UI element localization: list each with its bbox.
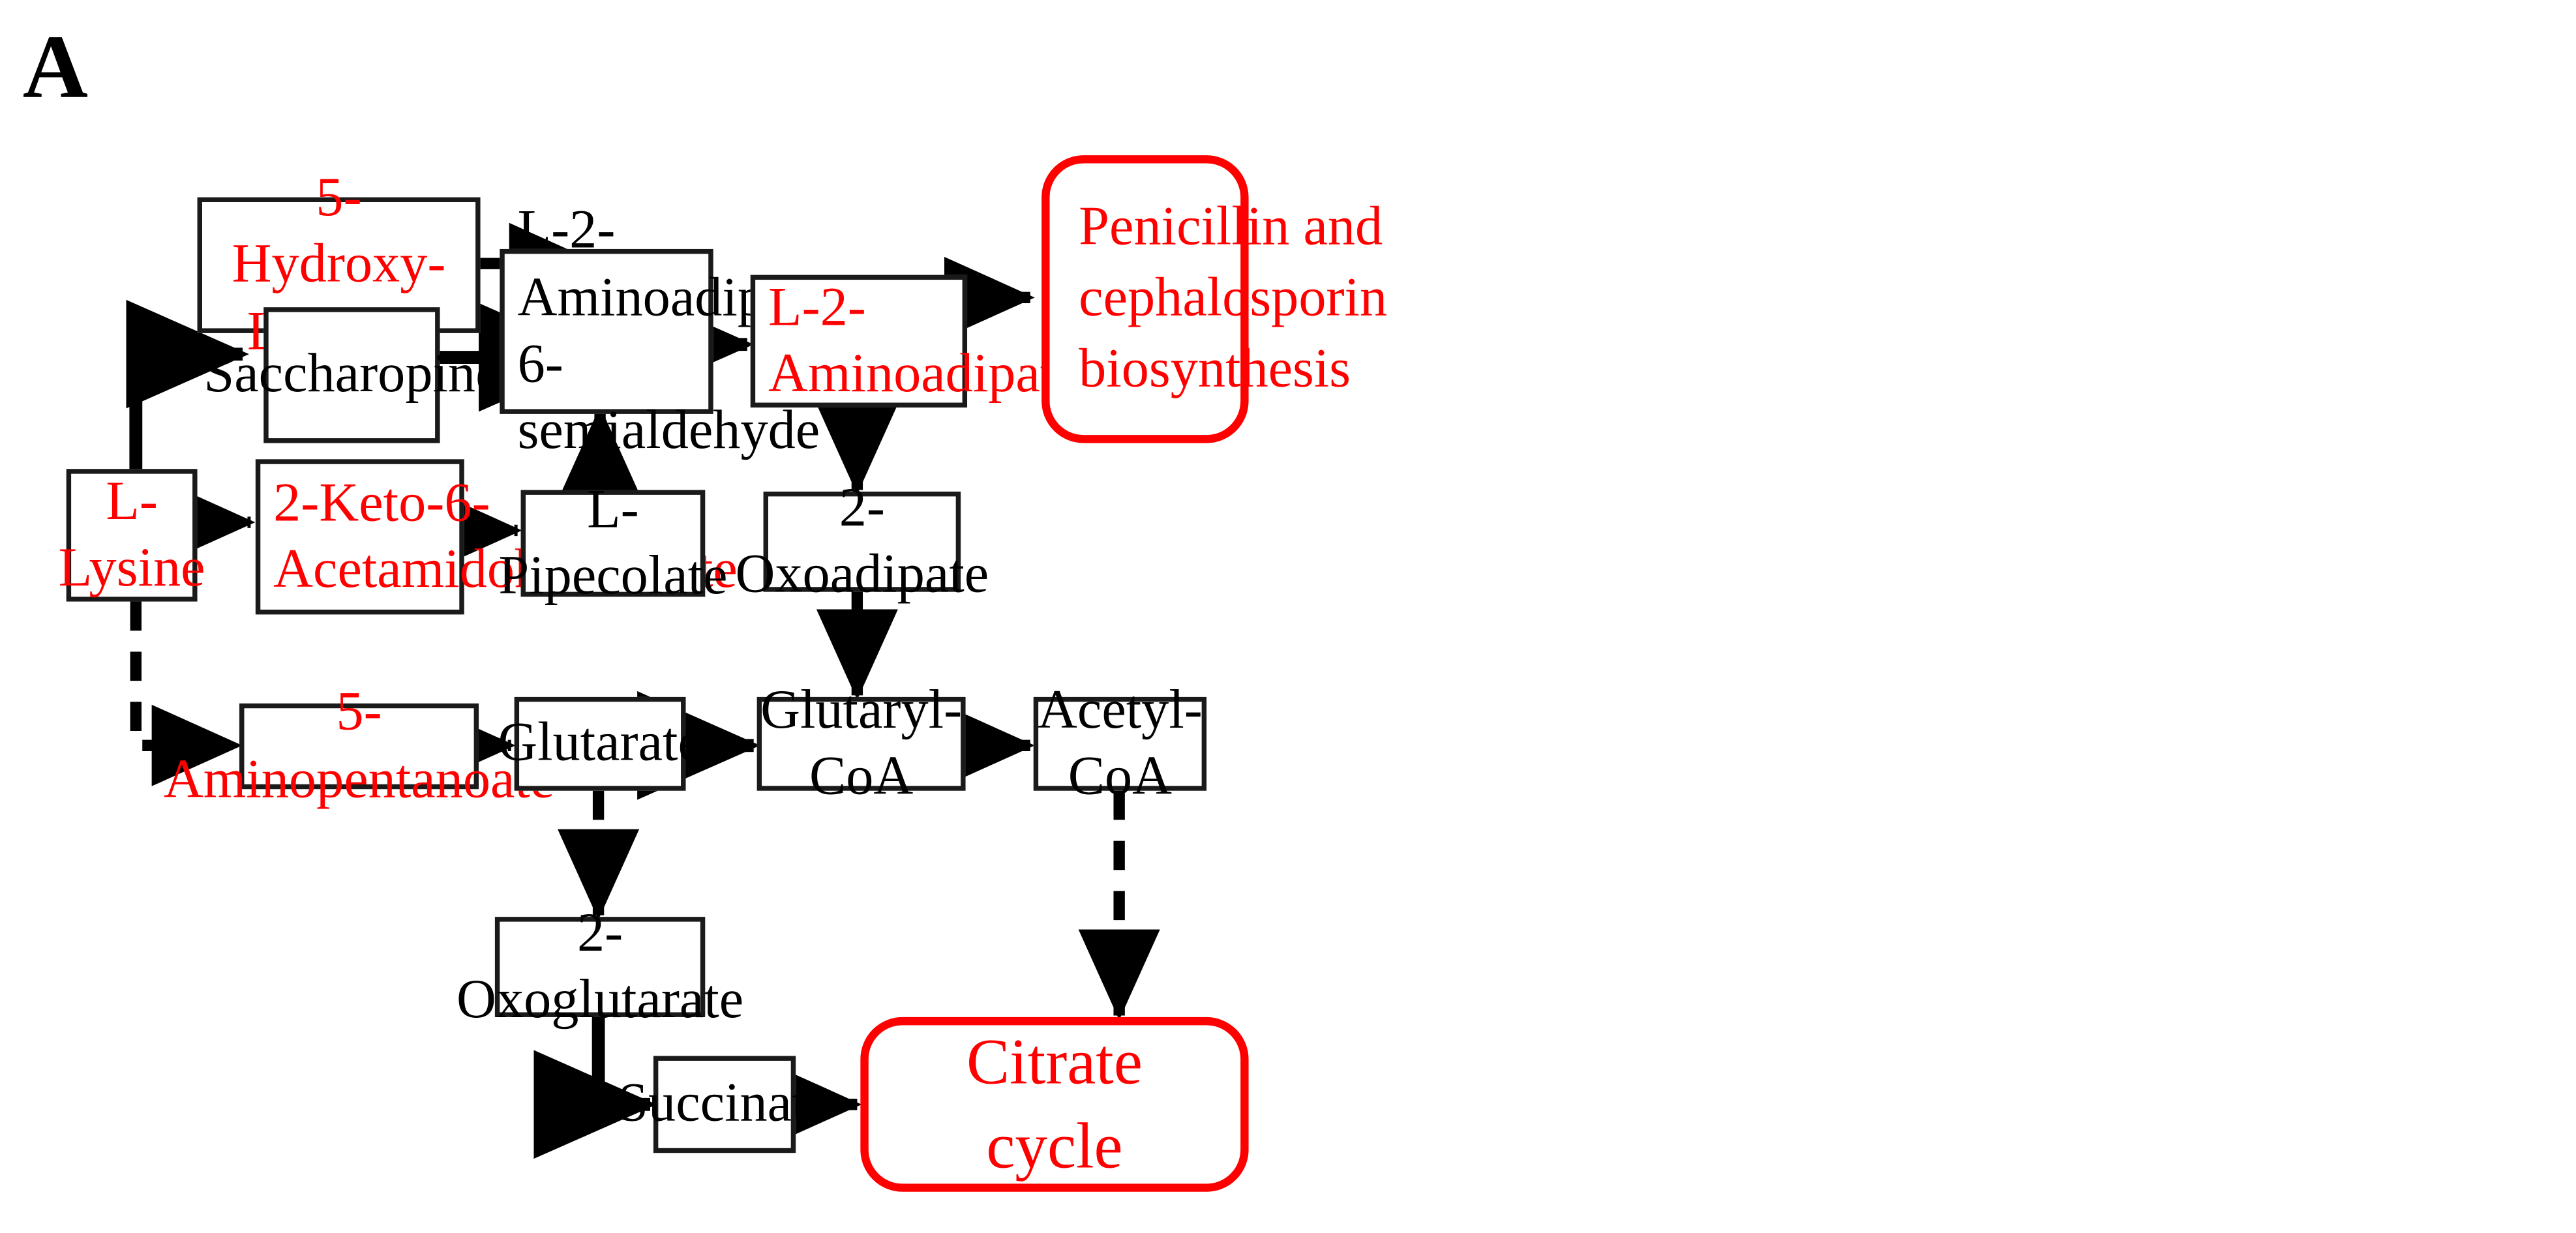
node-l-lysine[interactable]: L-Lysine bbox=[59, 469, 205, 602]
node-2-oxoadipate[interactable]: 2-Oxoadipate bbox=[735, 477, 989, 605]
node-acetyl-coa[interactable]: Acetyl-CoA bbox=[1033, 680, 1207, 807]
node-l-2-aminoadipate-6-semialdehyde[interactable]: L-2-Aminoadipate 6-semialdehyde bbox=[500, 201, 829, 462]
node-succinate[interactable]: Succinate bbox=[618, 1056, 831, 1153]
pathway-penicillin-cephalosporin-biosynthesis[interactable]: Penicillin and cephalosporin biosynthesi… bbox=[1041, 155, 1387, 443]
node-l-2-aminoadipate[interactable]: L-2-Aminoadipate bbox=[750, 275, 1080, 408]
pathway-citrate-cycle[interactable]: Citrate cycle bbox=[860, 1017, 1249, 1192]
node-5-aminopentanoate[interactable]: 5-Aminopentanoate bbox=[163, 682, 555, 810]
node-2-keto-6-acetamidohexanoate[interactable]: 2-Keto-6-Acetamidohexanoate bbox=[255, 459, 738, 615]
node-saccharopine[interactable]: Saccharopine bbox=[203, 307, 500, 443]
node-glutaryl-coa[interactable]: Glutaryl-CoA bbox=[756, 680, 966, 807]
panel-a-letter: A bbox=[22, 18, 89, 119]
node-2-oxoglutarate[interactable]: 2-Oxoglutarate bbox=[457, 903, 744, 1030]
node-l-pipecolate[interactable]: L-Pipecolate bbox=[498, 479, 728, 606]
node-glutarate[interactable]: Glutarate bbox=[498, 696, 702, 791]
